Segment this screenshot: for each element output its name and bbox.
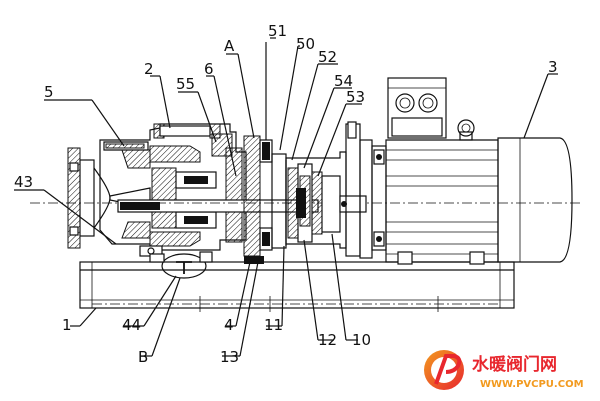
callout-43: 43 (14, 173, 33, 191)
support-foot (149, 251, 213, 279)
inlet-flange (67, 147, 111, 249)
callout-3: 3 (548, 58, 558, 76)
watermark-logo-icon (424, 350, 464, 390)
pump-casing (99, 123, 247, 257)
watermark-url: WWW.PVCPU.COM (480, 379, 584, 390)
callout-4: 4 (224, 316, 234, 334)
callout-51: 51 (268, 22, 287, 40)
callout-12: 12 (318, 331, 337, 349)
watermark: 水暖阀门网 WWW.PVCPU.COM (424, 350, 584, 390)
impeller (109, 167, 217, 229)
callout-54: 54 (334, 72, 353, 90)
callout-2: 2 (144, 60, 154, 78)
motor (371, 77, 573, 265)
leader-lines (14, 37, 558, 357)
baseplate (79, 261, 515, 312)
callout-50: 50 (296, 35, 315, 53)
callout-52: 52 (318, 48, 337, 66)
callout-55: 55 (176, 75, 195, 93)
watermark-title: 水暖阀门网 (472, 354, 557, 375)
callout-44: 44 (122, 316, 141, 334)
callout-11: 11 (264, 316, 283, 334)
callout-5: 10 (352, 331, 371, 349)
callout-labels: 5 2 55 6 A 51 50 52 54 53 3 43 1 44 B 4 … (14, 22, 558, 366)
callout-53: 53 (346, 88, 365, 106)
callout-10: 5 (44, 83, 54, 101)
callout-B: B (138, 348, 148, 366)
callout-6: 6 (204, 60, 214, 78)
callout-13: 13 (220, 348, 239, 366)
magnetic-coupling (285, 121, 373, 259)
callout-1: 1 (62, 316, 72, 334)
callout-A: A (224, 37, 235, 55)
